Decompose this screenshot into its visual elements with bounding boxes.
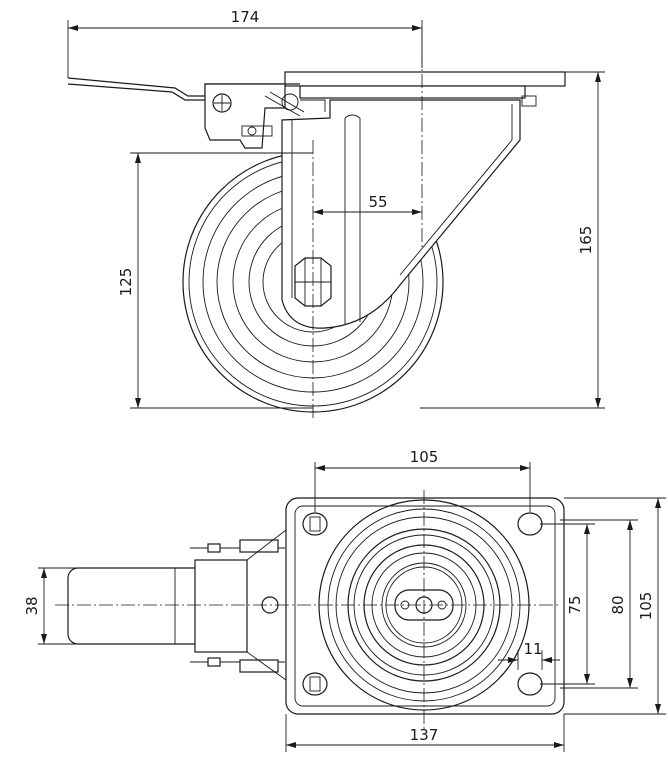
- dim-38: 38: [23, 567, 80, 645]
- top-plate-side: [284, 71, 566, 87]
- dim-label-38: 38: [23, 596, 41, 615]
- dim-75: 75: [540, 523, 595, 685]
- dim-125: 125: [117, 152, 313, 409]
- wheel-top: [67, 529, 287, 681]
- dim-label-55: 55: [368, 193, 387, 211]
- dim-105-horizontal: 105: [314, 448, 531, 512]
- dim-label-75: 75: [566, 595, 584, 614]
- dim-label-137: 137: [410, 726, 439, 744]
- brake-lever: [67, 77, 326, 149]
- dim-label-174: 174: [231, 8, 260, 26]
- top-view: 105 75 80 105 137: [23, 448, 666, 752]
- side-view: 174 55 125 165: [67, 8, 605, 420]
- dim-label-80: 80: [609, 595, 627, 614]
- dim-137: 137: [285, 714, 565, 752]
- dim-label-11: 11: [523, 640, 542, 658]
- dim-165: 165: [420, 71, 605, 409]
- dim-11: 11: [498, 640, 560, 670]
- dim-55: 55: [313, 193, 422, 215]
- dim-174: 174: [67, 8, 423, 78]
- dim-label-105-vertical: 105: [637, 592, 655, 621]
- dim-label-165: 165: [577, 226, 595, 255]
- dim-label-125: 125: [117, 268, 135, 297]
- dim-80: 80: [560, 519, 638, 689]
- dim-label-105-horizontal: 105: [410, 448, 439, 466]
- dim-105-vertical: 105: [564, 497, 666, 715]
- top-plate: [285, 497, 565, 715]
